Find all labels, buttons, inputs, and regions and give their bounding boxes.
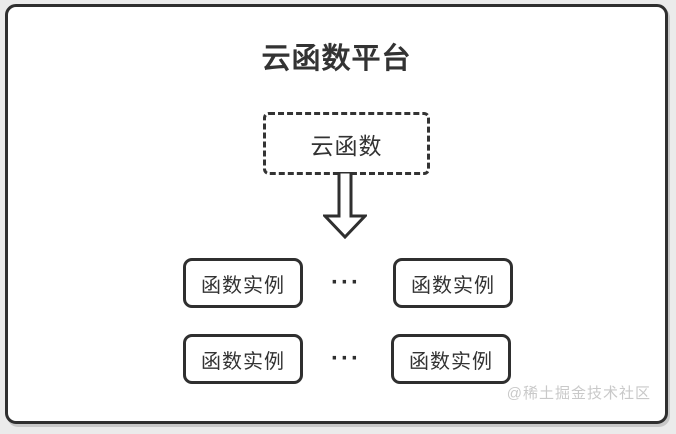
platform-border-box: 云函数平台 云函数 函数实例 ··· 函数实例 函数实例 ··· 函数实例 @稀… [5,4,668,424]
ellipsis-row-2: ··· [331,345,361,372]
watermark: @稀土掘金技术社区 [506,385,651,402]
page-title: 云函数平台 [261,43,412,75]
cloud-function-node: 云函数 [263,112,430,175]
function-instance-box: 函数实例 [183,334,303,384]
function-instance-box: 函数实例 [391,334,511,384]
cloud-function-node-label: 云函数 [310,132,383,159]
function-instance-box: 函数实例 [393,258,513,308]
function-instance-box: 函数实例 [183,258,303,308]
function-instance-label: 函数实例 [201,350,285,373]
function-instance-label: 函数实例 [409,350,493,373]
down-arrow-icon [321,170,369,240]
function-instance-label: 函数实例 [201,274,285,297]
function-instance-label: 函数实例 [411,274,495,297]
ellipsis-row-1: ··· [331,269,361,296]
